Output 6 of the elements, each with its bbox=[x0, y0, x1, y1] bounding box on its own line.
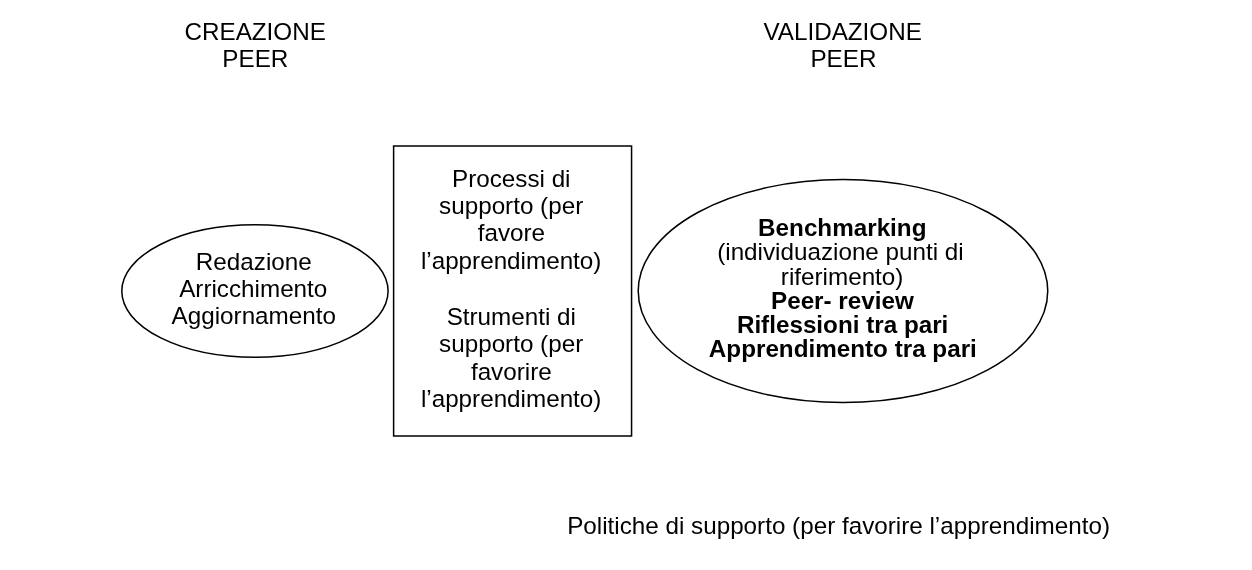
label: VALIDAZIONE PEER bbox=[762, 17, 922, 73]
node-ellipse: Benchmarking (individuazione punti di riferimento) Peer- review Riflessioni tra pari Apprendimento tra pari bbox=[636, 178, 1048, 404]
node-ellipse: Redazione Arricchimento Aggiornamento bbox=[120, 224, 389, 358]
label: CREAZIONE PEER bbox=[183, 17, 326, 73]
label: Politiche di supporto (per favorire l’apprendimento) bbox=[566, 512, 1110, 540]
node-box: Processi di supporto (per favore l’apprendimento) Strumenti di supporto (per favorire l’apprendimento) bbox=[392, 145, 632, 437]
